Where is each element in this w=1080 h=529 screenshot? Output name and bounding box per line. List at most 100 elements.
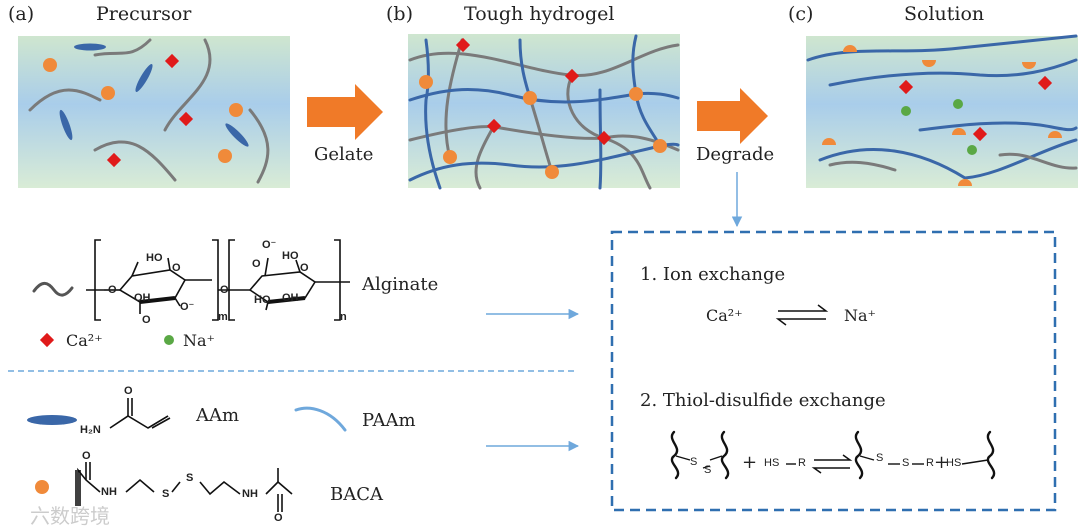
- panel-c-title: Solution: [904, 3, 985, 25]
- degrade-arrow: [697, 88, 768, 144]
- alginate-structure: [86, 239, 350, 321]
- precursor-box: [18, 36, 290, 188]
- na-ion: [967, 145, 977, 155]
- alg-o-carbox-2: O: [252, 258, 261, 270]
- ion-na-label: Na⁺: [844, 306, 876, 325]
- baca-crosslinker: [523, 91, 537, 105]
- aam-o: O: [124, 385, 133, 397]
- na-ion: [953, 99, 963, 109]
- alginate-strand: [93, 140, 177, 182]
- ca-ion: [564, 68, 580, 84]
- thiol-s-1: S: [690, 456, 698, 468]
- baca-legend-dot: [35, 480, 49, 494]
- alginate-wavy-line: [32, 281, 74, 297]
- ca-ion: [486, 118, 502, 134]
- watermark: 六数跨境: [30, 504, 110, 528]
- ion-equilibrium-arrows: [775, 304, 829, 326]
- ca-ion: [972, 126, 988, 142]
- baca-s-2: S: [186, 472, 194, 484]
- thiol-plus-2: +: [934, 452, 950, 473]
- alginate-strand: [93, 38, 152, 57]
- thiol-s-2: S: [704, 464, 712, 476]
- alg-ominus-2: O⁻: [262, 239, 277, 251]
- alg-ho-3: HO: [254, 294, 271, 306]
- baca-fragment: [922, 60, 936, 67]
- panel-a-letter: (a): [8, 3, 35, 25]
- alg-ho-2: HO: [282, 250, 299, 262]
- baca-crosslinker: [419, 75, 433, 89]
- aam-monomer: [74, 43, 106, 51]
- alginate-bold-bonds: [139, 296, 306, 304]
- mechanism-box: [610, 230, 1057, 512]
- baca-fragment: [952, 128, 966, 135]
- alg-oh-1: OH: [134, 292, 151, 304]
- ca-legend-label: Ca²⁺: [66, 331, 103, 350]
- ca-ion: [1037, 75, 1053, 91]
- baca-crosslinker: [629, 87, 643, 101]
- baca-fragment: [958, 179, 972, 186]
- baca-fragment: [1022, 62, 1036, 69]
- alg-o-carbox: O: [142, 314, 151, 326]
- ca-ion: [596, 130, 612, 146]
- baca-crosslinker: [218, 149, 232, 163]
- alg-o-left: O: [108, 284, 117, 296]
- na-legend-label: Na⁺: [183, 331, 215, 350]
- aam-structure: [109, 398, 171, 429]
- baca-crosslinker: [653, 139, 667, 153]
- thiol-s-3: S: [876, 452, 884, 464]
- aam-monomer: [135, 64, 153, 92]
- alg-ho-1: HO: [146, 252, 163, 264]
- thiol-hs-1: HS: [764, 457, 780, 469]
- baca-crosslinker: [229, 103, 243, 117]
- baca-s-1: S: [162, 488, 170, 500]
- alginate-strand: [163, 38, 212, 132]
- baca-crosslinker: [545, 165, 559, 179]
- panel-a-title: Precursor: [96, 3, 192, 25]
- gelate-label: Gelate: [314, 144, 374, 165]
- gelate-arrow: [307, 84, 383, 140]
- thiol-r-2: R: [926, 457, 934, 469]
- baca-crosslinker: [443, 150, 457, 164]
- panel-b-letter: (b): [386, 3, 413, 25]
- thiol-plus-1: +: [742, 452, 758, 473]
- baca-label: BACA: [330, 484, 383, 505]
- solution-box: [806, 34, 1078, 188]
- thiol-r-1: R: [798, 457, 806, 469]
- panel-b-title: Tough hydrogel: [464, 3, 615, 25]
- thiol-hs-2: HS: [946, 457, 962, 469]
- ion-ca-label: Ca²⁺: [706, 306, 743, 325]
- alginate-strand: [28, 88, 102, 112]
- ca-ion: [898, 79, 914, 95]
- ca-ion: [455, 37, 471, 53]
- baca-structure: [75, 462, 293, 512]
- baca-nh-2: NH: [242, 488, 258, 500]
- baca-fragment: [843, 45, 857, 52]
- thiol-squiggles: [670, 430, 996, 480]
- alginate-label: Alginate: [362, 274, 439, 295]
- thiol-s-4: S: [902, 457, 910, 469]
- aam-label: AAm: [196, 405, 240, 426]
- alg-oh-2: OH: [282, 292, 299, 304]
- paam-legend-line: [294, 406, 347, 432]
- baca-nh-1: NH: [101, 486, 117, 498]
- alg-o-ring-1: O: [172, 262, 181, 274]
- alg-m-subscript: m: [218, 311, 228, 323]
- na-legend-dot: [164, 335, 174, 345]
- aam-h2n: H₂N: [80, 424, 101, 436]
- alg-ominus-1: O⁻: [180, 301, 195, 313]
- alg-n-subscript: n: [340, 311, 347, 323]
- step-thiol-exchange: 2. Thiol-disulfide exchange: [640, 390, 886, 411]
- degrade-label: Degrade: [696, 144, 775, 165]
- aam-monomer: [59, 109, 73, 141]
- thiol-bonds: [675, 455, 989, 469]
- alg-o-ring-2: O: [300, 262, 309, 274]
- thiol-equilibrium-arrows: [811, 454, 853, 474]
- baca-fragment: [822, 138, 836, 145]
- paam-label: PAAm: [362, 410, 416, 431]
- ca-legend-diamond: [39, 332, 55, 348]
- step-ion-exchange: 1. Ion exchange: [640, 264, 786, 285]
- aam-monomer: [225, 123, 249, 147]
- baca-fragment: [1048, 131, 1062, 138]
- tough-hydrogel-box: [408, 34, 680, 190]
